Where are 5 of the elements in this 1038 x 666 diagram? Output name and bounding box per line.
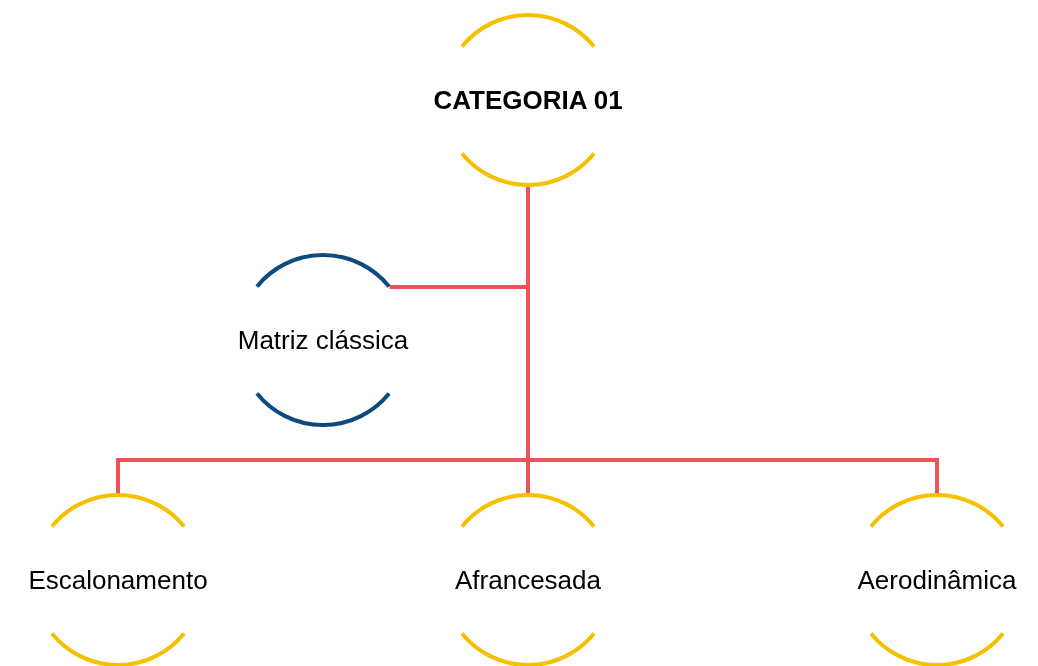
node-label: CATEGORIA 01 bbox=[432, 84, 624, 116]
node-label: Aerodinâmica bbox=[856, 564, 1018, 596]
node-label: Matriz clássica bbox=[236, 324, 410, 356]
node-label: Afrancesada bbox=[454, 564, 602, 596]
node-label: Escalonamento bbox=[27, 564, 209, 596]
